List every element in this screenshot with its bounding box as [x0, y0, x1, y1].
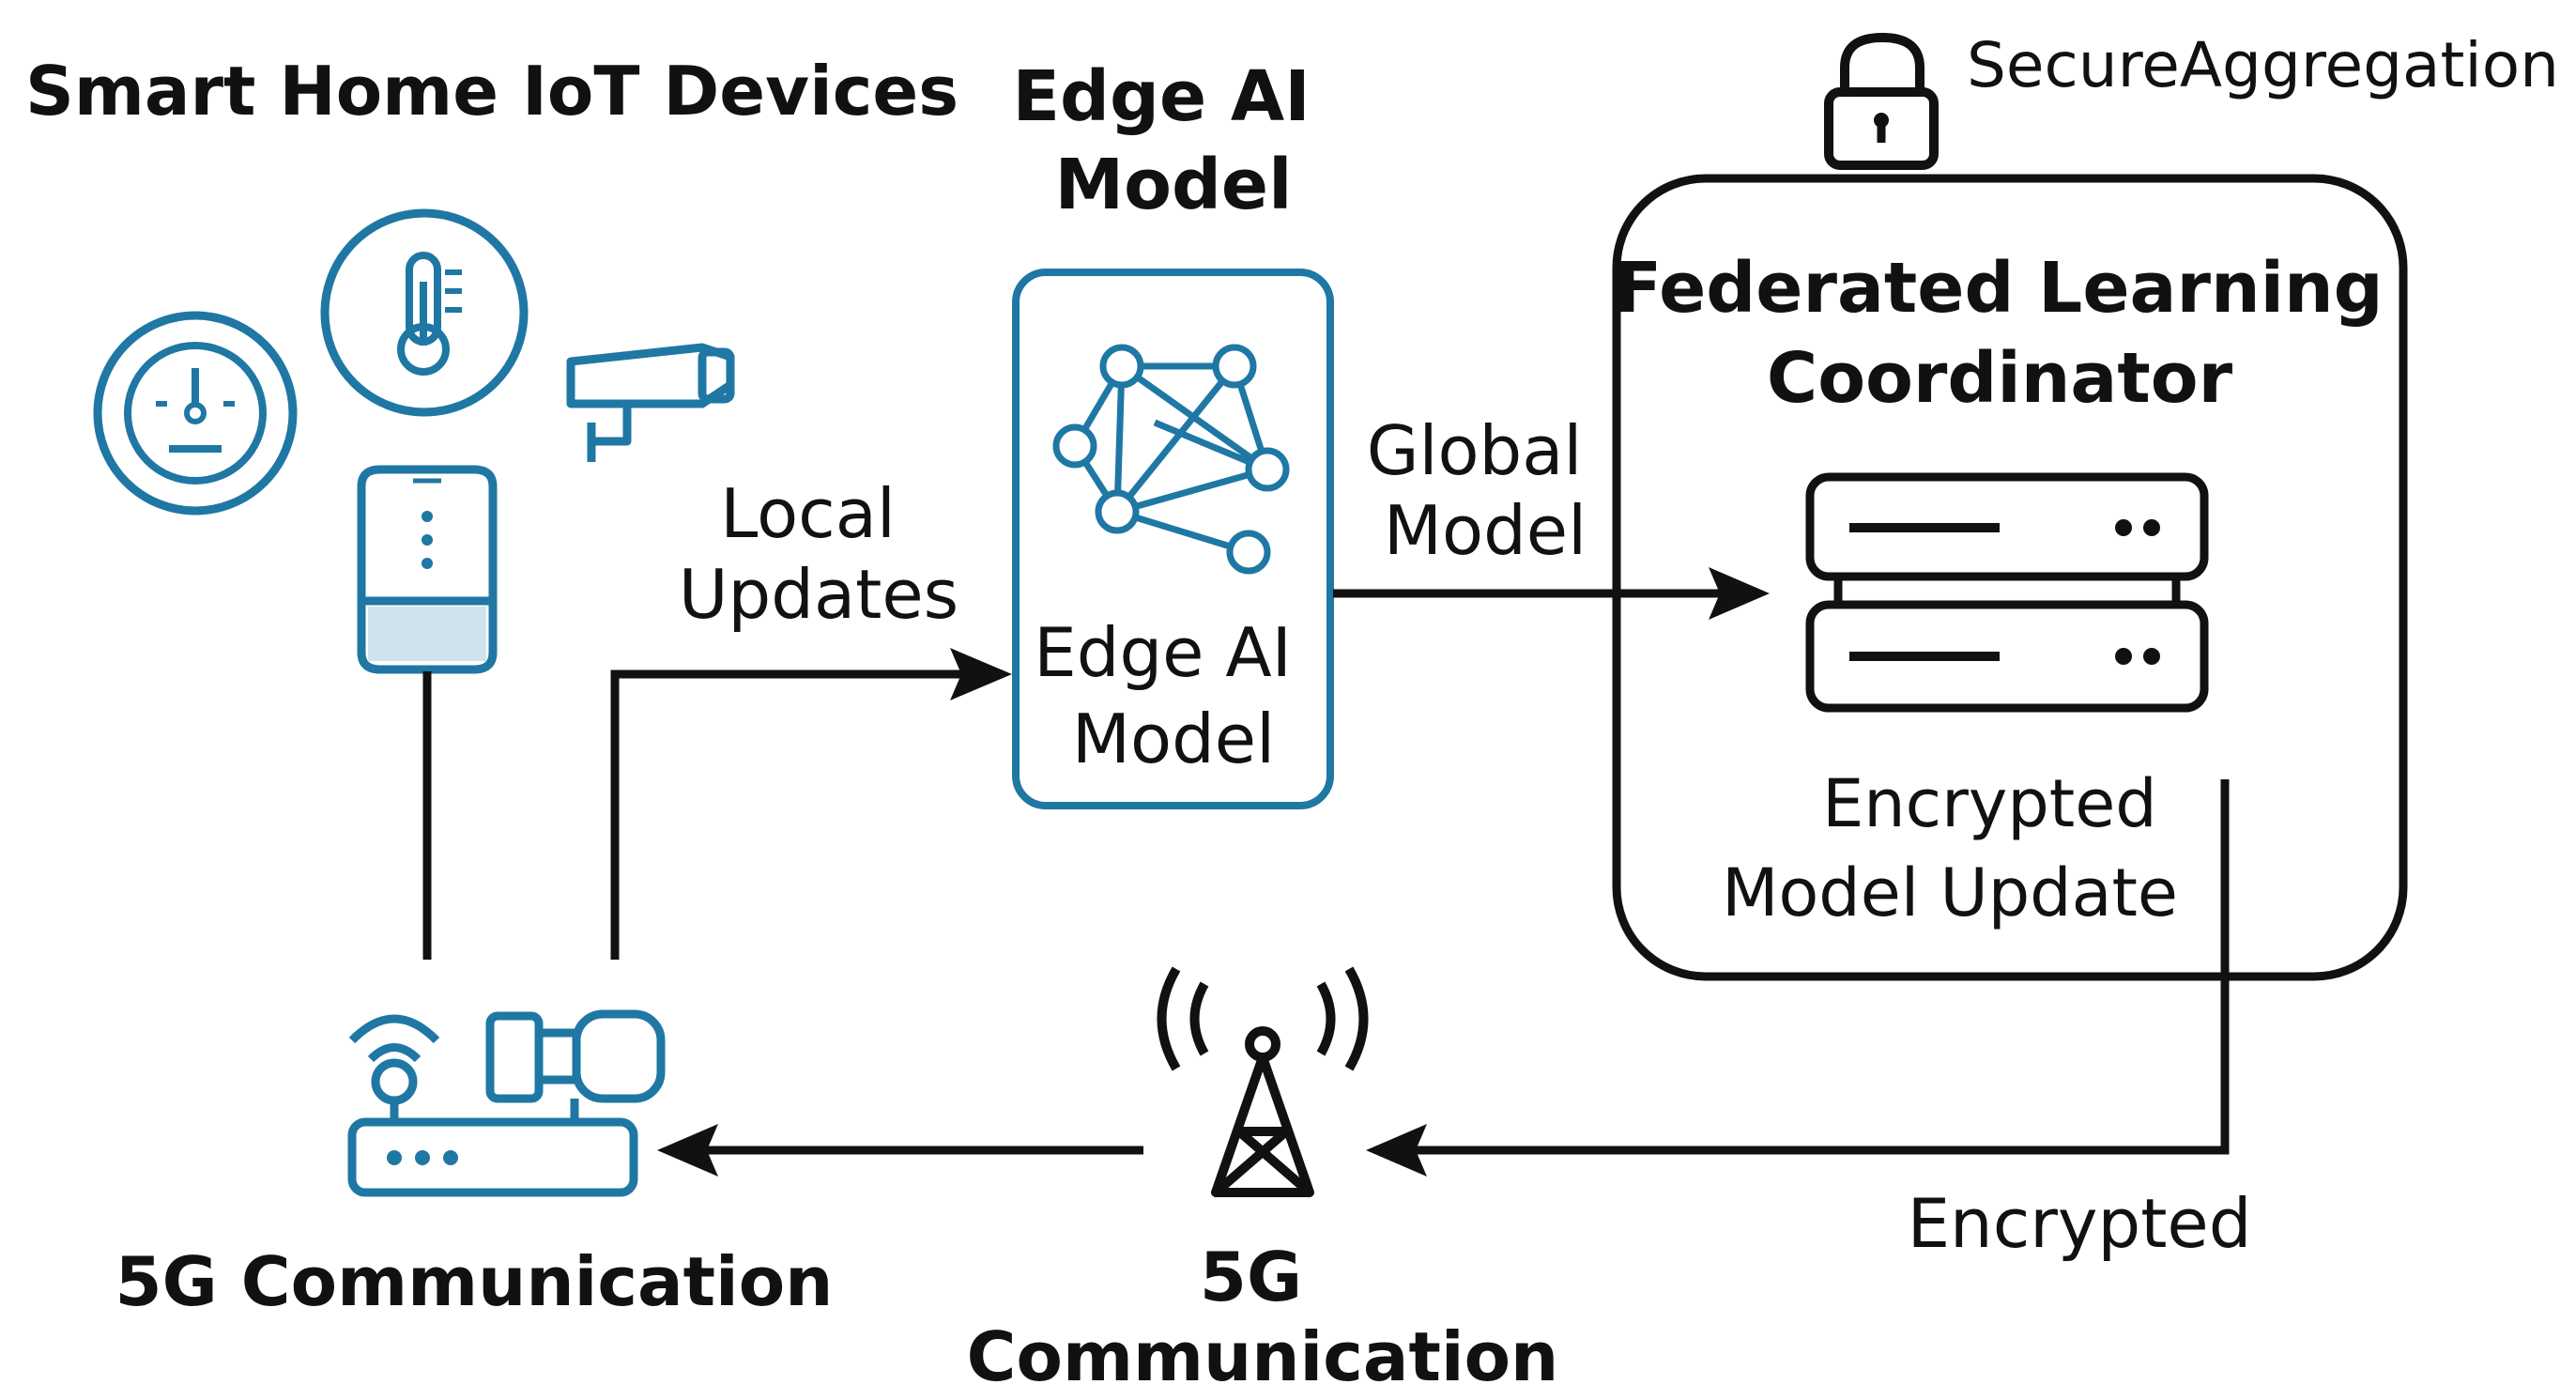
neural-network-icon [1052, 344, 1290, 575]
tower-label: 5G Communication [967, 1238, 1559, 1396]
edge-ai-title-line2: Model [1054, 145, 1292, 225]
edge-ai-title-line1: Edge AI [1012, 56, 1310, 137]
security-camera-icon [566, 343, 735, 462]
global-model-label: Global Model [1367, 411, 1604, 570]
encrypted-model-update-line2: Model Update [1722, 854, 2178, 931]
smart-speaker-icon [357, 465, 498, 674]
edge-ai-box-label-line1: Edge AI [1034, 613, 1292, 692]
thermometer-icon [320, 208, 529, 417]
iot-devices-title: Smart Home IoT Devices [25, 52, 958, 131]
tower-to-router-arrowhead [657, 1124, 718, 1177]
coordinator-title-line1: Federated Learning [1615, 248, 2384, 329]
local-updates-arrow [610, 669, 976, 960]
coordinator-title-line2: Coordinator [1767, 338, 2233, 419]
router-label: 5G Communication [115, 1242, 834, 1321]
edge-ai-title: Edge AI Model [1012, 56, 1334, 225]
global-model-line1: Global [1367, 411, 1583, 490]
federated-coordinator-box [1612, 174, 2408, 981]
global-model-line2: Model [1384, 491, 1587, 570]
coordinator-title: Federated Learning Coordinator [1615, 248, 2408, 419]
smart-meter-icon [93, 311, 298, 515]
secure-aggregation-label: SecureAggregation [1967, 29, 2559, 101]
encrypted-return-arrowhead [1366, 1124, 1427, 1177]
router-icon [347, 1009, 666, 1197]
server-icon [1805, 472, 2209, 713]
edge-ai-box-label: Edge AI Model [1034, 613, 1312, 778]
cell-tower-icon [1157, 966, 1369, 1197]
global-model-arrowhead [1709, 567, 1770, 620]
local-updates-line1: Local [720, 474, 896, 553]
local-updates-label: Local Updates [679, 474, 958, 634]
edge-ai-box [1012, 269, 1334, 809]
encrypted-model-update-line1: Encrypted [1822, 765, 2157, 842]
tower-label-line1: 5G [1200, 1238, 1302, 1316]
lock-icon [1824, 32, 1939, 170]
encrypted-label: Encrypted [1908, 1184, 2252, 1263]
tower-label-line2: Communication [967, 1317, 1559, 1396]
local-updates-arrowhead [950, 648, 1012, 700]
local-updates-line2: Updates [679, 555, 958, 634]
edge-ai-box-label-line2: Model [1072, 700, 1275, 778]
encrypted-model-update-label: Encrypted Model Update [1722, 765, 2178, 931]
encrypted-return-arrow [1403, 779, 2230, 1155]
